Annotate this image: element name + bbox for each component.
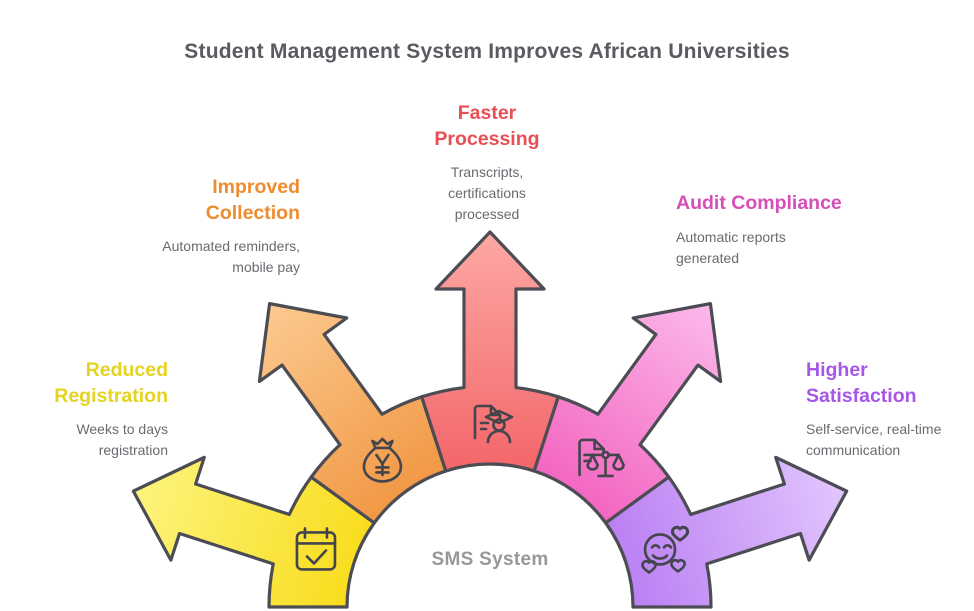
calendar-check-icon: [295, 527, 337, 571]
benefit-heading: Faster Processing: [434, 102, 540, 150]
benefit-description: Automatic reports generated: [676, 228, 786, 266]
label-audit-compliance: Audit Compliance Automatic reports gener…: [676, 191, 846, 269]
page-title: Student Management System Improves Afric…: [184, 40, 790, 63]
label-higher-satisfaction: Higher Satisfaction Self-service, real-t…: [806, 358, 946, 461]
label-improved-collection: Improved Collection Automated reminders,…: [140, 175, 300, 278]
report-scales-icon: [578, 438, 625, 478]
money-bag-icon: [362, 437, 403, 483]
segment-shape-higher-satisfaction: [604, 455, 849, 609]
segment-shape-audit-compliance: [532, 302, 723, 525]
benefit-description: Self-service, real-time communication: [806, 421, 942, 459]
benefit-description: Transcripts, certifications processed: [448, 164, 526, 223]
benefit-heading: Improved Collection: [205, 176, 300, 224]
segment-shape-faster-processing: [420, 230, 560, 473]
smiley-hearts-icon: [641, 525, 690, 574]
benefit-description: Weeks to days registration: [76, 421, 168, 459]
label-reduced-registration: Reduced Registration Weeks to days regis…: [18, 358, 168, 461]
benefit-heading: Higher Satisfaction: [806, 359, 917, 407]
transcript-graduate-icon: [473, 404, 514, 444]
center-system-label: SMS System: [431, 549, 549, 570]
label-faster-processing: Faster Processing Transcripts, certifica…: [407, 101, 567, 225]
benefit-heading: Reduced Registration: [54, 359, 168, 407]
benefit-description: Automated reminders, mobile pay: [162, 238, 300, 276]
benefit-heading: Audit Compliance: [676, 192, 842, 214]
segment-shape-improved-collection: [257, 302, 448, 525]
